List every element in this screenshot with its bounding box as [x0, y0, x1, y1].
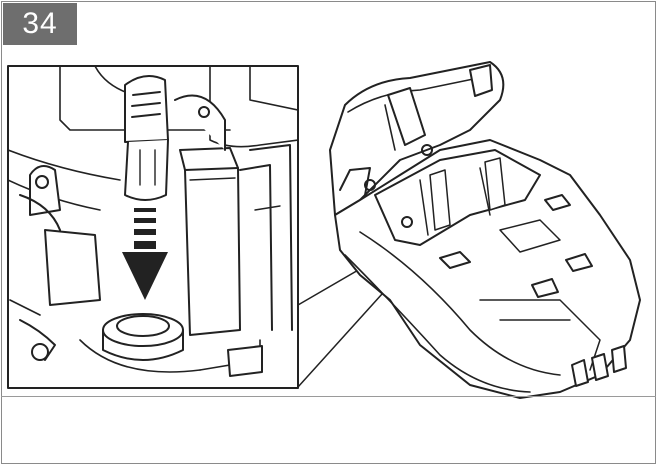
detail-inset — [7, 65, 299, 389]
device-overview — [329, 61, 641, 399]
vent-1 — [571, 359, 589, 387]
button-4 — [531, 278, 559, 298]
button-3 — [565, 253, 593, 272]
vent-2 — [591, 353, 609, 381]
cartridge — [124, 75, 169, 201]
step-number-badge: 34 — [3, 3, 77, 45]
button-2 — [544, 194, 571, 211]
center-column — [179, 147, 241, 336]
caption-divider — [1, 396, 656, 397]
vent-3 — [611, 345, 627, 373]
button-1 — [439, 251, 471, 269]
down-arrow-icon — [122, 208, 168, 300]
